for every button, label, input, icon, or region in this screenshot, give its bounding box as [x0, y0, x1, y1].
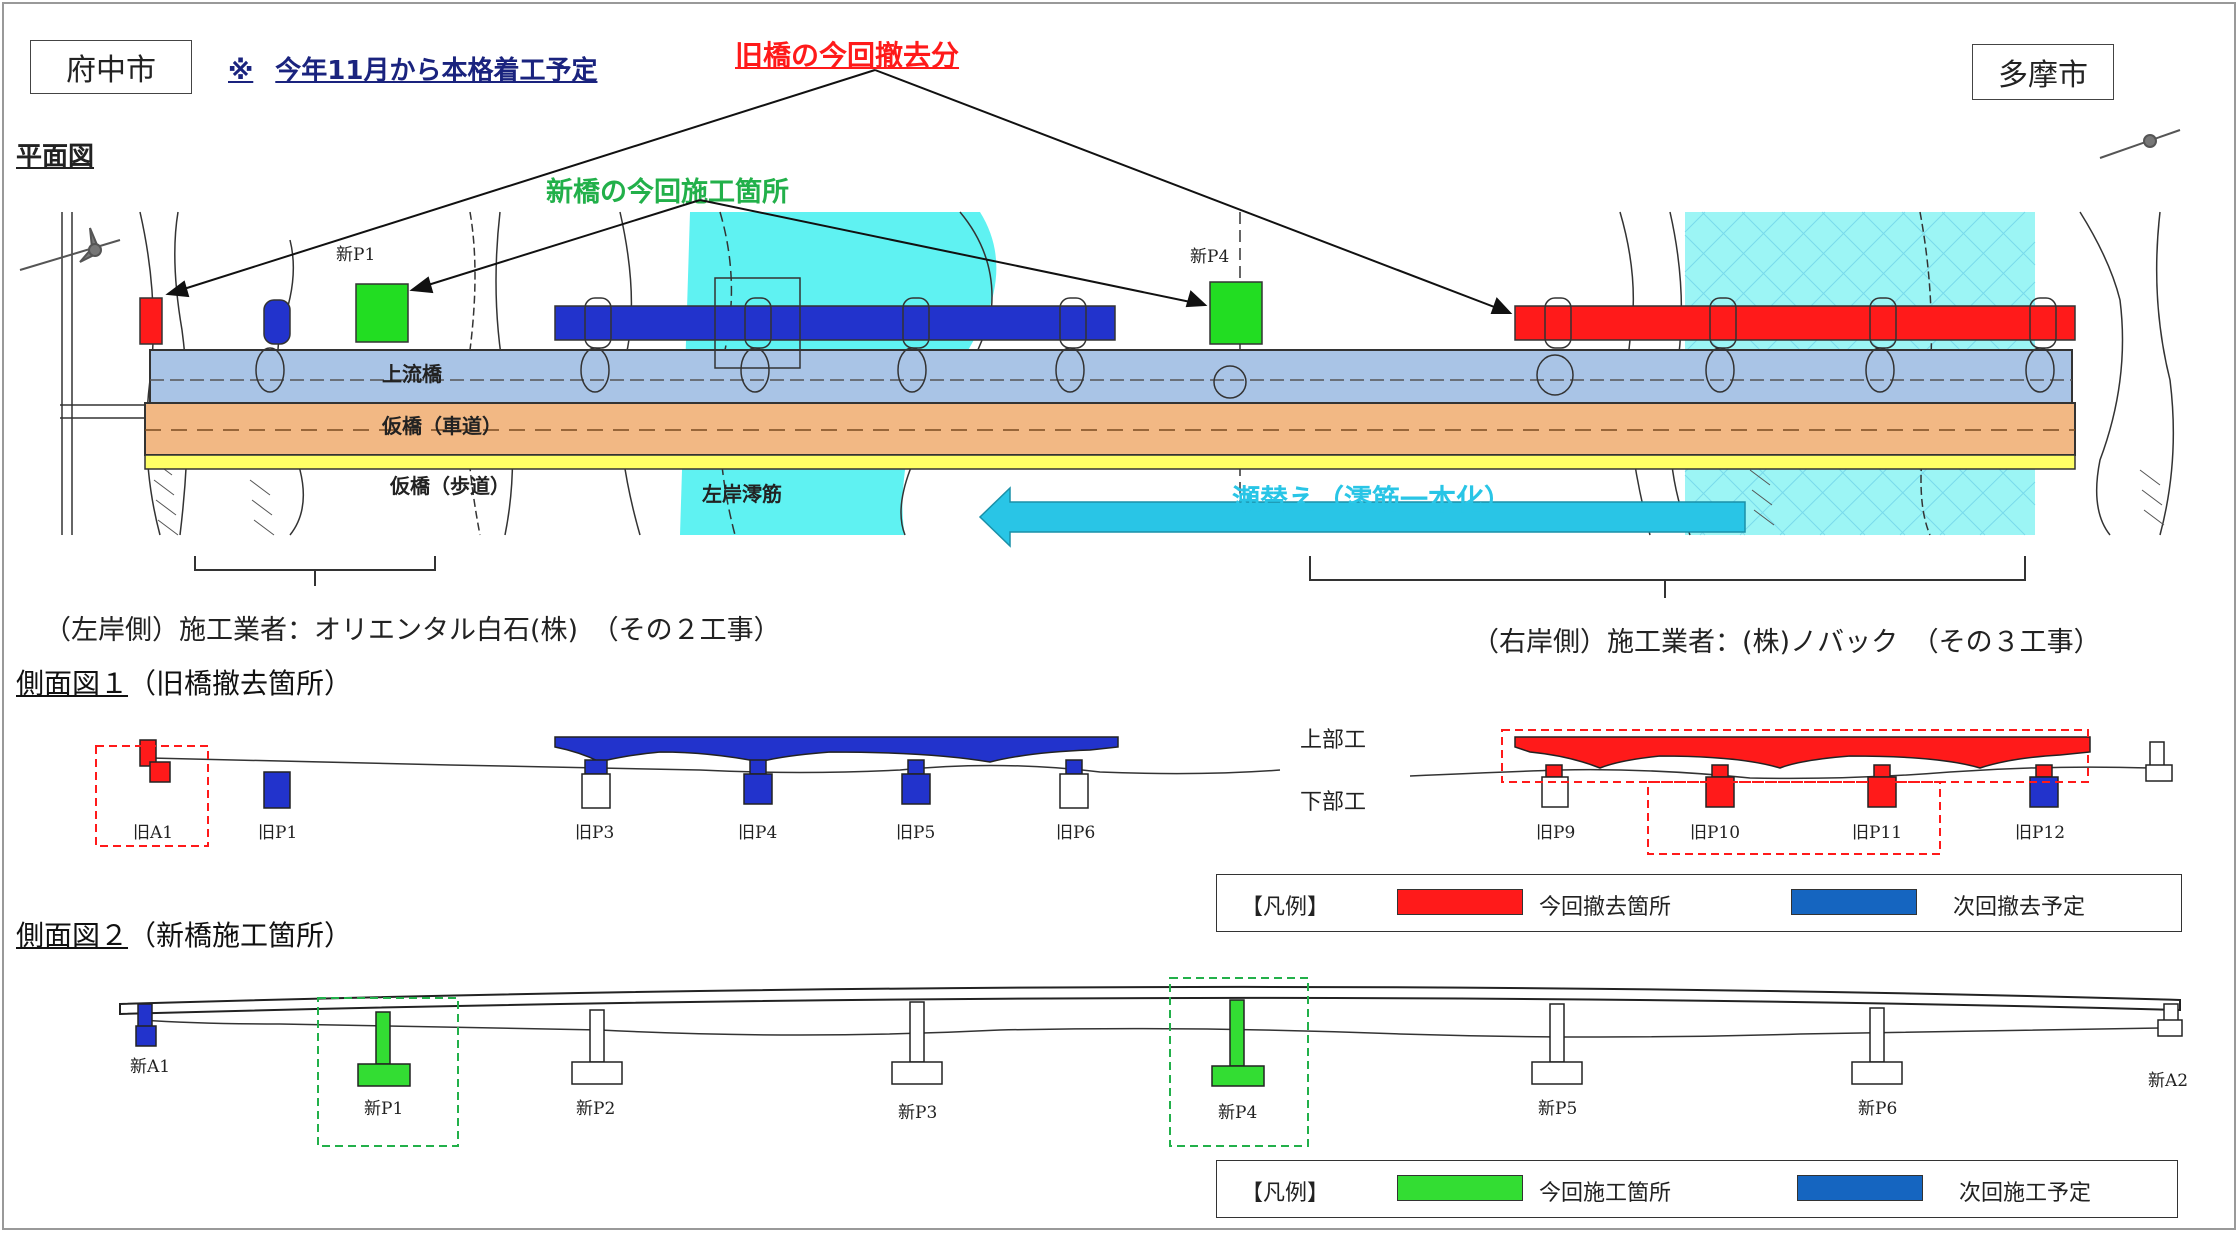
side1-pier-label-5: 旧P6 — [1056, 823, 1096, 843]
side1-legend: 【凡例】 今回撤去箇所 次回撤去予定 — [1216, 874, 2182, 932]
side1-removal-boxes — [95, 729, 2089, 855]
side2-pier-label-3: 新P3 — [898, 1103, 938, 1123]
side1-legend-item1: 今回撤去箇所 — [1539, 895, 1672, 920]
left-contractor: （左岸側）施工業者：オリエンタル白石(株) （その２工事） — [44, 615, 781, 646]
label-newP1: 新P1 — [336, 245, 376, 265]
side2-legend: 【凡例】 今回施工箇所 次回施工予定 — [1216, 1160, 2178, 1218]
right-brace — [1309, 556, 2026, 598]
old-p1-pier-plan — [263, 299, 291, 345]
side1-legend-swatch-blue — [1791, 889, 1917, 915]
side1-pier-label-4: 旧P5 — [896, 823, 936, 843]
side1-legend-item2: 次回撤去予定 — [1953, 895, 2086, 920]
side2-construction-boxes — [317, 977, 1309, 1147]
right-contractor: （右岸側）施工業者：(株)ノバック （その３工事） — [1472, 627, 2101, 658]
side2-legend-swatch-blue — [1797, 1175, 1923, 1201]
schedule-note: ※ 今年11月から本格着工予定 — [228, 50, 597, 87]
side2-pier-label-1: 新P1 — [364, 1099, 404, 1119]
side1-legend-swatch-red — [1397, 889, 1523, 915]
side1-old-p4 — [743, 759, 773, 805]
new-p1-plan — [355, 283, 409, 343]
side2-pier-label-2: 新P2 — [576, 1099, 616, 1119]
side1-legend-title: 【凡例】 — [1241, 895, 1330, 920]
side2-new-a2 — [2157, 1003, 2183, 1037]
old-span-box — [714, 277, 801, 369]
side1-right-abutment — [2145, 741, 2173, 782]
side2-new-p6 — [1851, 1007, 1903, 1085]
side2-new-p4 — [1211, 999, 1265, 1087]
new-p4-plan — [1209, 281, 1263, 345]
side2-new-p5 — [1531, 1003, 1583, 1085]
side1-red-deck — [1514, 736, 2091, 769]
side1-ground — [149, 757, 2151, 780]
side1-pier-label-6: 旧P9 — [1536, 823, 1576, 843]
side2-pier-label-4: 新P4 — [1218, 1103, 1258, 1123]
side1-old-p1 — [263, 771, 291, 809]
right-city-label: 多摩市 — [1972, 44, 2114, 100]
left-brace — [194, 556, 436, 586]
side2-ground — [139, 1019, 2161, 1038]
note-text: 今年11月から本格着工予定 — [275, 56, 598, 86]
side1-title-main: 側面図１ — [16, 667, 129, 700]
right-city-text: 多摩市 — [1998, 58, 2088, 93]
side2-legend-item2: 次回施工予定 — [1959, 1181, 2092, 1206]
diversion-arrow — [978, 486, 1746, 548]
callout-arrows — [165, 69, 1513, 314]
label-upstream: 上流橋 — [382, 362, 442, 386]
side1-pier-label-7: 旧P10 — [1690, 823, 1741, 843]
side1-pier-label-2: 旧P3 — [575, 823, 615, 843]
side2-pier-label-0: 新A1 — [130, 1057, 171, 1077]
side1-pier-label-3: 旧P4 — [738, 823, 778, 843]
left-city-text: 府中市 — [66, 53, 156, 88]
side2-new-p1 — [357, 1011, 411, 1087]
new-bridge-callout: 新橋の今回施工箇所 — [546, 177, 789, 208]
side2-pier-label-5: 新P5 — [1538, 1099, 1578, 1119]
old-span-blue — [554, 305, 1116, 341]
old-span-red — [1514, 305, 2076, 341]
side2-new-a1 — [135, 1003, 157, 1047]
side1-pier-label-9: 旧P12 — [2015, 823, 2066, 843]
side1-title: 側面図１（旧橋撤去箇所） — [16, 662, 352, 702]
left-city-label: 府中市 — [30, 40, 192, 94]
plan-title: 平面図 — [16, 142, 95, 172]
side2-legend-swatch-green — [1397, 1175, 1523, 1201]
side2-new-p3 — [891, 1001, 943, 1085]
side2-title: 側面図２（新橋施工箇所） — [16, 914, 352, 954]
label-temp-road: 仮橋（車道） — [382, 414, 502, 438]
side2-legend-item1: 今回施工箇所 — [1539, 1181, 1672, 1206]
upper-work-label: 上部工 — [1300, 728, 1367, 753]
side2-title-main: 側面図２ — [16, 919, 129, 952]
label-newP4: 新P4 — [1190, 247, 1230, 267]
side1-old-p3 — [581, 759, 611, 809]
side1-pier-label-1: 旧P1 — [258, 823, 298, 843]
note-mark: ※ — [228, 56, 254, 86]
north-arrow-right — [2099, 129, 2181, 159]
label-left-channel: 左岸澪筋 — [702, 482, 782, 506]
old-bridge-callout: 旧橋の今回撤去分 — [735, 39, 960, 72]
side2-pier-label-6: 新P6 — [1858, 1099, 1898, 1119]
label-diversion: 瀬替え（澪筋一本化） — [1232, 483, 1513, 516]
side1-pier-label-8: 旧P11 — [1852, 823, 1903, 843]
temp-walk-bridge — [144, 454, 2076, 470]
side2-deck — [119, 985, 2181, 1016]
north-arrow-left — [19, 227, 121, 271]
label-temp-walk: 仮橋（歩道） — [390, 474, 510, 498]
side2-new-p2 — [571, 1009, 623, 1085]
side2-title-sub: （新橋施工箇所） — [128, 919, 353, 952]
lower-work-label: 下部工 — [1300, 790, 1367, 815]
side1-title-sub: （旧橋撤去箇所） — [128, 667, 353, 700]
side1-pier-label-0: 旧A1 — [133, 823, 174, 843]
old-span-pier-marks — [584, 297, 2057, 349]
old-a1-removal — [139, 297, 163, 345]
temp-road-bridge — [144, 402, 2076, 456]
side1-old-p6 — [1059, 759, 1089, 809]
side2-legend-title: 【凡例】 — [1241, 1181, 1330, 1206]
side1-old-p5 — [901, 759, 931, 805]
side2-pier-label-7: 新A2 — [2148, 1071, 2189, 1091]
